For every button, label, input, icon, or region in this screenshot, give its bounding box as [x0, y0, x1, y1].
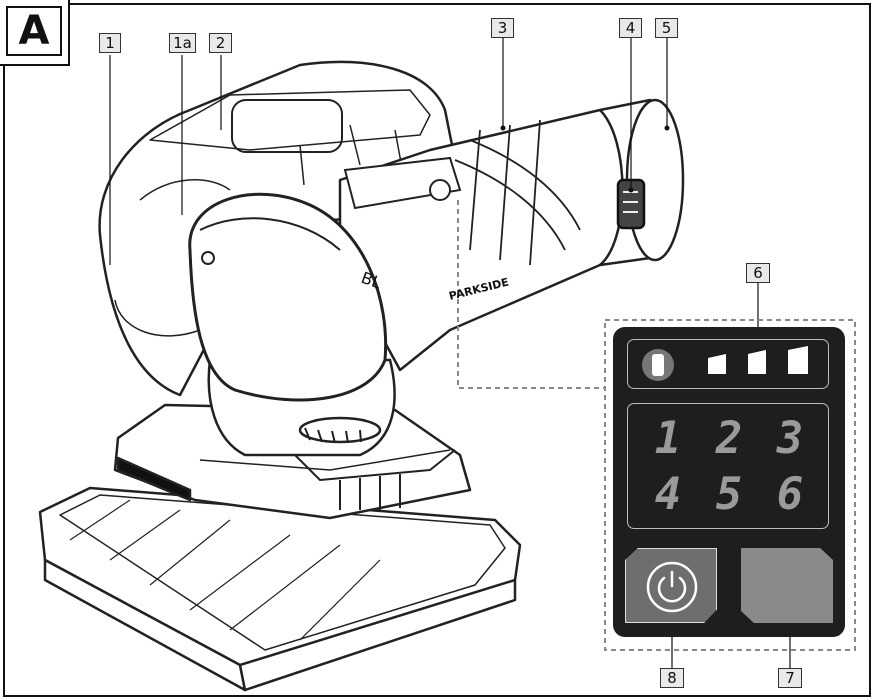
callout-8: 8 — [660, 668, 684, 688]
callout-6: 6 — [746, 263, 770, 283]
speed-level-1: 1 — [654, 412, 682, 464]
callout-4: 4 — [619, 18, 642, 38]
battery-bar-1 — [708, 354, 726, 374]
zoom-frame — [457, 200, 856, 651]
moon-icon — [777, 570, 793, 602]
callout-7: 7 — [778, 668, 802, 688]
handle-control-panel — [343, 156, 462, 210]
callout-5: 5 — [655, 18, 678, 38]
speed-level-6: 6 — [776, 468, 804, 520]
power-icon — [646, 561, 698, 613]
speed-level-5: 5 — [715, 468, 743, 520]
figure-label-box: A — [0, 0, 70, 66]
speed-level-3: 3 — [776, 412, 804, 464]
power-button[interactable] — [625, 548, 717, 623]
battery-bar-3 — [788, 346, 808, 374]
callout-2: 2 — [209, 33, 232, 53]
callout-1a: 1a — [169, 33, 196, 53]
battery-icon — [652, 354, 664, 376]
callout-3: 3 — [491, 18, 514, 38]
speed-level-4: 4 — [654, 468, 682, 520]
battery-bar-2 — [748, 350, 766, 374]
speed-indicator: 1 2 3 4 5 6 — [627, 403, 829, 529]
motor-head — [188, 192, 388, 402]
battery-graphic — [642, 346, 808, 381]
control-panel: 1 2 3 4 5 6 — [613, 327, 845, 637]
battery-indicator — [627, 339, 829, 389]
sanding-base — [38, 486, 522, 692]
callout-1: 1 — [99, 33, 121, 53]
speed-level-2: 2 — [715, 412, 743, 464]
mode-button[interactable] — [741, 548, 833, 623]
figure-label: A — [6, 6, 62, 56]
